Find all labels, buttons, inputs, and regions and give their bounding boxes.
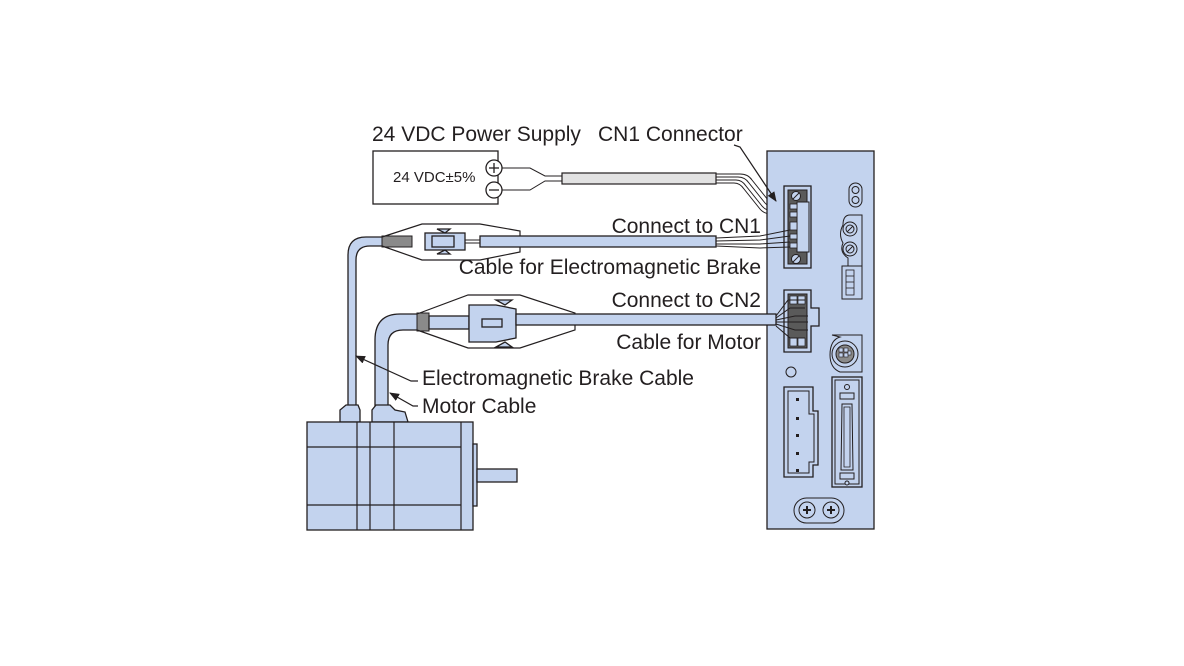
brake-cable-for-label: Cable for Electromagnetic Brake	[459, 256, 761, 279]
driver-unit	[766, 150, 875, 530]
negative-terminal-icon	[485, 181, 503, 199]
cn1-terminal-block	[783, 185, 812, 269]
five-pin-connector	[783, 386, 819, 478]
power-supply-rating: 24 VDC±5%	[393, 169, 475, 186]
connect-to-cn2-label: Connect to CN2	[612, 289, 761, 312]
brake-cable-leader-arrow	[355, 355, 418, 382]
dip-switch	[841, 265, 863, 300]
power-supply: 24 VDC±5%	[372, 150, 503, 205]
rotary-switches	[840, 214, 863, 269]
power-cable	[502, 167, 790, 215]
motor-cable-label: Motor Cable	[422, 395, 536, 418]
io-connector	[831, 376, 863, 488]
indicator-holes	[848, 182, 863, 208]
cn1-leader-arrow	[733, 144, 777, 202]
power-supply-title: 24 VDC Power Supply	[372, 123, 581, 146]
mini-din-port	[829, 334, 863, 373]
cn1-connector-label: CN1 Connector	[598, 123, 743, 146]
servo-motor	[306, 404, 518, 531]
motor-cable	[374, 294, 808, 411]
ground-screws	[793, 497, 845, 524]
positive-terminal-icon	[485, 159, 503, 177]
motor-cable-for-label: Cable for Motor	[616, 331, 761, 354]
brake-cable	[347, 223, 791, 411]
mount-hole	[785, 366, 797, 378]
motor-cable-leader-arrow	[389, 392, 418, 407]
connect-to-cn1-label: Connect to CN1	[612, 215, 761, 238]
brake-cable-label: Electromagnetic Brake Cable	[422, 367, 694, 390]
